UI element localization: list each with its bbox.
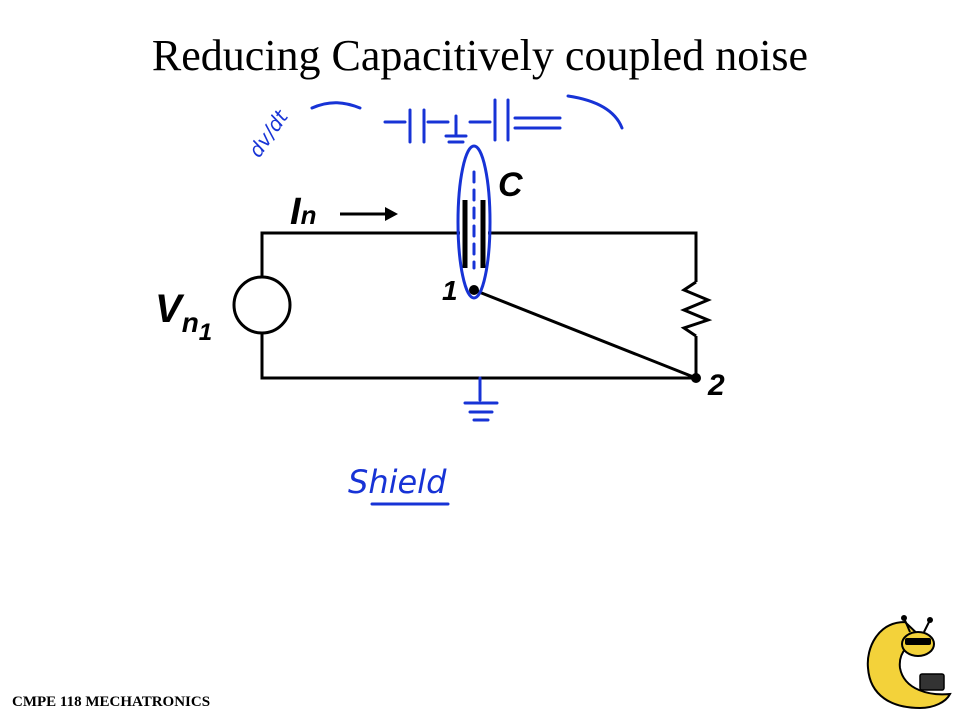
node-connection: [473, 288, 697, 380]
source-label: Vn1: [155, 287, 212, 346]
footer-course-name: CMPE 118 MECHATRONICS: [12, 694, 211, 710]
shield-ellipse: [456, 144, 492, 300]
circuit-wires: [260, 200, 713, 380]
top-left-wire: [260, 231, 460, 278]
derivative-annotation: dv/dt: [243, 105, 293, 162]
shield-annotation: Shield: [348, 463, 447, 501]
capacitor-label: C: [498, 166, 523, 204]
node-1-dot: [469, 285, 479, 295]
resistor: [680, 280, 713, 338]
top-right-wire: [488, 231, 698, 282]
handwritten-annotations: [310, 94, 624, 506]
node-2-label: 2: [707, 369, 725, 402]
current-arrowhead: [385, 207, 398, 221]
feedthrough-arc-left: [310, 101, 362, 110]
node-2-dot: [691, 373, 701, 383]
slide-title: Reducing Capacitively coupled noise: [151, 31, 809, 80]
feedthrough-arc-right: [566, 94, 624, 130]
bottom-wire: [260, 332, 698, 380]
banana-slug-logo: [866, 615, 952, 710]
node-1-label: 1: [442, 275, 458, 306]
voltage-source: [232, 275, 292, 335]
current-label: In: [290, 191, 316, 233]
